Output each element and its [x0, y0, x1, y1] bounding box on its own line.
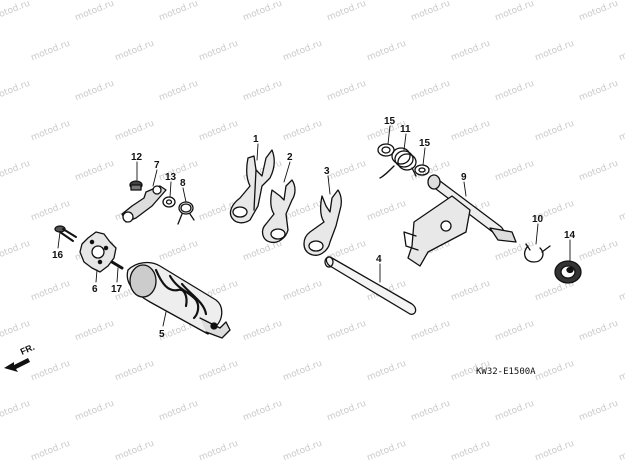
part-1-shift-fork: [229, 149, 275, 224]
callout-15-upper: 15: [384, 116, 396, 127]
callout-14: 14: [564, 230, 576, 241]
part-3-shift-fork: [303, 189, 342, 256]
part-17-pin: [110, 260, 124, 270]
part-8-spring: [177, 201, 195, 225]
callout-17: 17: [111, 284, 123, 295]
front-direction-arrow: FR.: [4, 342, 36, 372]
callout-numbers: 1 2 3 4 5 6 7 8 9 10 11 12 13 14 15 15 1…: [52, 116, 576, 340]
callout-15-lower: 15: [419, 138, 431, 149]
callout-7: 7: [154, 160, 160, 171]
part-9-gearshift-spindle: [403, 174, 517, 267]
part-16-bolt: [54, 225, 77, 242]
part-4-fork-shaft: [324, 256, 417, 315]
part-15-washer-upper: [377, 143, 395, 157]
callout-13: 13: [165, 172, 177, 183]
part-11-return-spring: [379, 147, 417, 179]
part-14-oil-seal: [554, 260, 582, 284]
callout-8: 8: [180, 178, 186, 189]
part-15-washer-lower: [414, 164, 430, 176]
part-10-clip-spring: [523, 243, 551, 263]
part-5-shift-drum: [126, 261, 231, 339]
direction-label: FR.: [19, 342, 36, 357]
part-2-shift-fork: [261, 179, 296, 244]
callout-2: 2: [287, 152, 293, 163]
leader-lines: [57, 125, 571, 327]
part-12-bolt: [129, 180, 143, 191]
callout-4: 4: [376, 254, 382, 265]
callout-11: 11: [400, 124, 411, 135]
part-7-stopper-arm: [121, 185, 167, 223]
callout-3: 3: [324, 166, 330, 177]
callout-12: 12: [131, 152, 143, 163]
callout-6: 6: [92, 284, 98, 295]
callout-5: 5: [159, 329, 165, 340]
callout-1: 1: [253, 134, 259, 145]
drawing-code: KW32-E1500A: [476, 367, 536, 377]
part-6-star-plate: [79, 231, 117, 273]
callout-16: 16: [52, 250, 64, 261]
callout-9: 9: [461, 172, 467, 183]
part-13-washer: [162, 196, 176, 208]
callout-10: 10: [532, 214, 544, 225]
